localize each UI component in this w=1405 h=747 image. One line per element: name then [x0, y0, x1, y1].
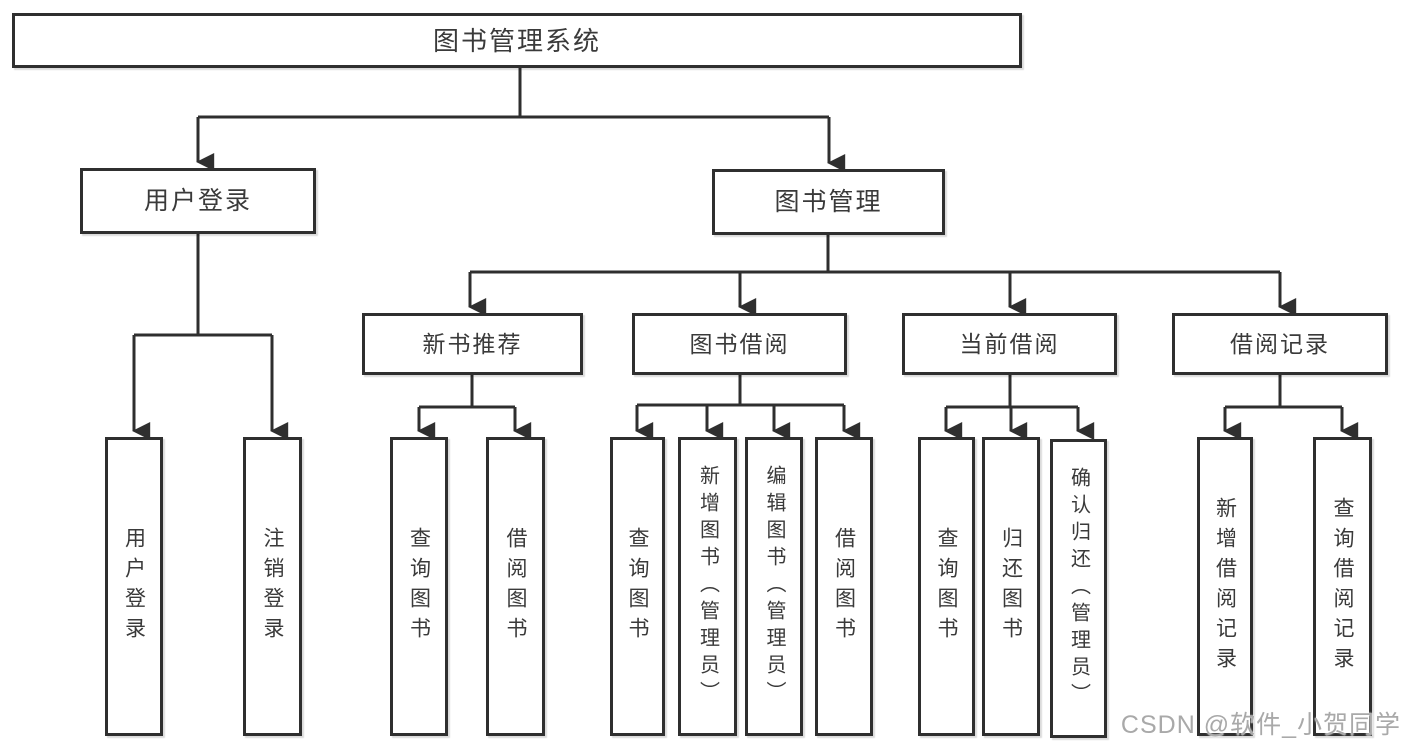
leaf-query-books-current-label: 查询图书 — [935, 526, 958, 647]
node-book-management-branch: 图书管理 — [712, 169, 945, 235]
leaf-borrow-books-recommend: 借阅图书 — [486, 437, 545, 736]
node-library-system-label: 图书管理系统 — [432, 25, 601, 56]
leaf-edit-book-admin-label: 编辑图书（管理员） — [763, 465, 785, 708]
leaf-logout-label: 注销登录 — [261, 526, 284, 647]
node-new-book-recommend: 新书推荐 — [362, 313, 583, 375]
leaf-borrow-books-recommend-label: 借阅图书 — [504, 526, 527, 647]
node-book-borrow-label: 图书借阅 — [689, 330, 790, 357]
leaf-logout: 注销登录 — [243, 437, 302, 736]
leaf-add-borrow-record: 新增借阅记录 — [1197, 437, 1253, 736]
leaf-borrow-books: 借阅图书 — [815, 437, 873, 736]
node-current-borrow: 当前借阅 — [902, 313, 1117, 375]
leaf-user-login-label: 用户登录 — [122, 526, 146, 647]
node-library-system: 图书管理系统 — [12, 13, 1022, 68]
leaf-user-login: 用户登录 — [105, 437, 163, 736]
leaf-query-books-borrow-label: 查询图书 — [626, 526, 649, 647]
node-borrow-record: 借阅记录 — [1172, 313, 1388, 375]
leaf-add-borrow-record-label: 新增借阅记录 — [1213, 496, 1237, 677]
leaf-confirm-return-admin-label: 确认归还（管理员） — [1067, 467, 1090, 710]
node-new-book-recommend-label: 新书推荐 — [422, 330, 523, 357]
leaf-query-books-current: 查询图书 — [918, 437, 975, 736]
leaf-borrow-books-label: 借阅图书 — [832, 526, 856, 647]
leaf-query-borrow-record-label: 查询借阅记录 — [1331, 496, 1354, 677]
leaf-query-borrow-record: 查询借阅记录 — [1313, 437, 1372, 736]
leaf-confirm-return-admin: 确认归还（管理员） — [1050, 439, 1107, 738]
leaf-return-books: 归还图书 — [982, 437, 1040, 736]
leaf-return-books-label: 归还图书 — [999, 526, 1023, 647]
leaf-query-books-borrow: 查询图书 — [610, 437, 665, 736]
node-book-management-branch-label: 图书管理 — [774, 187, 883, 216]
leaf-query-books-recommend: 查询图书 — [390, 437, 448, 736]
node-borrow-record-label: 借阅记录 — [1230, 330, 1330, 357]
node-user-login-branch: 用户登录 — [80, 168, 316, 234]
leaf-add-book-admin-label: 新增图书（管理员） — [696, 465, 719, 708]
node-book-borrow: 图书借阅 — [632, 313, 847, 375]
node-user-login-branch-label: 用户登录 — [143, 186, 252, 215]
leaf-add-book-admin: 新增图书（管理员） — [678, 437, 737, 736]
leaf-edit-book-admin: 编辑图书（管理员） — [745, 437, 803, 736]
node-current-borrow-label: 当前借阅 — [959, 330, 1060, 357]
csdn-watermark: CSDN @软件_小贺同学 — [1120, 711, 1401, 739]
leaf-query-books-recommend-label: 查询图书 — [407, 526, 431, 647]
